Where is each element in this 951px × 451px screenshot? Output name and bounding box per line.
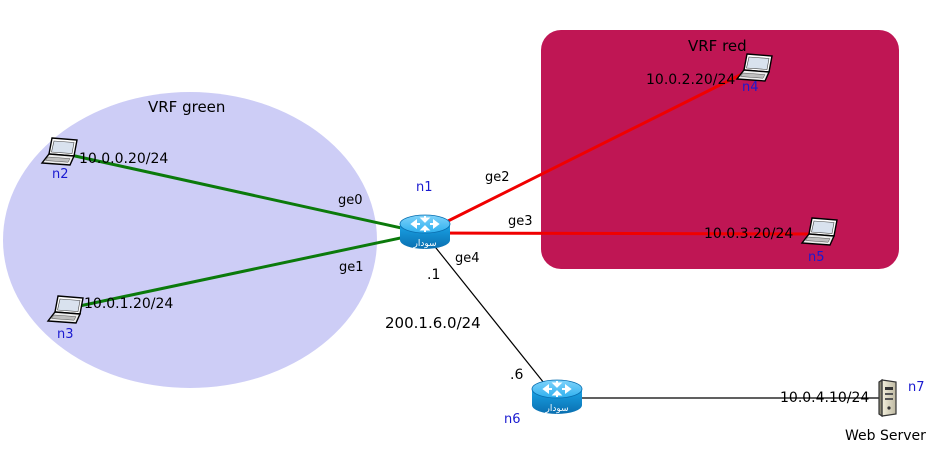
address-n7: 10.0.4.10/24 [780,390,870,406]
address-n5: 10.0.3.20/24 [704,226,794,242]
node-label-n1: n1 [416,180,433,195]
web-server-caption: Web Server [845,428,926,444]
wan-subnet-label: 200.1.6.0/24 [385,314,481,332]
node-label-n6: n6 [504,412,521,427]
link-n1-n4[interactable] [423,68,751,235]
node-label-n3: n3 [57,327,74,342]
vrf-red-label: VRF red [688,37,747,55]
interface-label-ge0: ge0 [338,193,363,208]
link-n1-n5[interactable] [423,231,823,236]
link-n1-n3[interactable] [69,231,425,310]
address-n3: 10.0.1.20/24 [84,296,174,312]
link-n1-n6[interactable] [423,232,557,399]
interface-label-ge1: ge1 [339,260,364,275]
vrf-green-area[interactable] [3,92,377,388]
server-icon[interactable] [878,379,897,417]
router-badge: سودار [544,404,568,414]
router-badge: سودار [412,239,436,249]
interface-label-ge3: ge3 [508,214,533,229]
node-label-n4: n4 [742,80,759,95]
address-n2: 10.0.0.20/24 [79,151,169,167]
vrf-red-area[interactable] [541,30,899,269]
node-label-n5: n5 [808,250,825,265]
address-n6-wan: .6 [510,367,524,383]
interface-label-ge4: ge4 [455,251,480,266]
node-label-n7: n7 [908,380,925,395]
address-n1-wan: .1 [427,267,441,283]
link-n1-n2[interactable] [65,152,425,235]
interface-label-ge2: ge2 [485,170,510,185]
node-label-n2: n2 [52,167,69,182]
vrf-green-label: VRF green [148,98,226,116]
address-n4: 10.0.2.20/24 [646,72,736,88]
